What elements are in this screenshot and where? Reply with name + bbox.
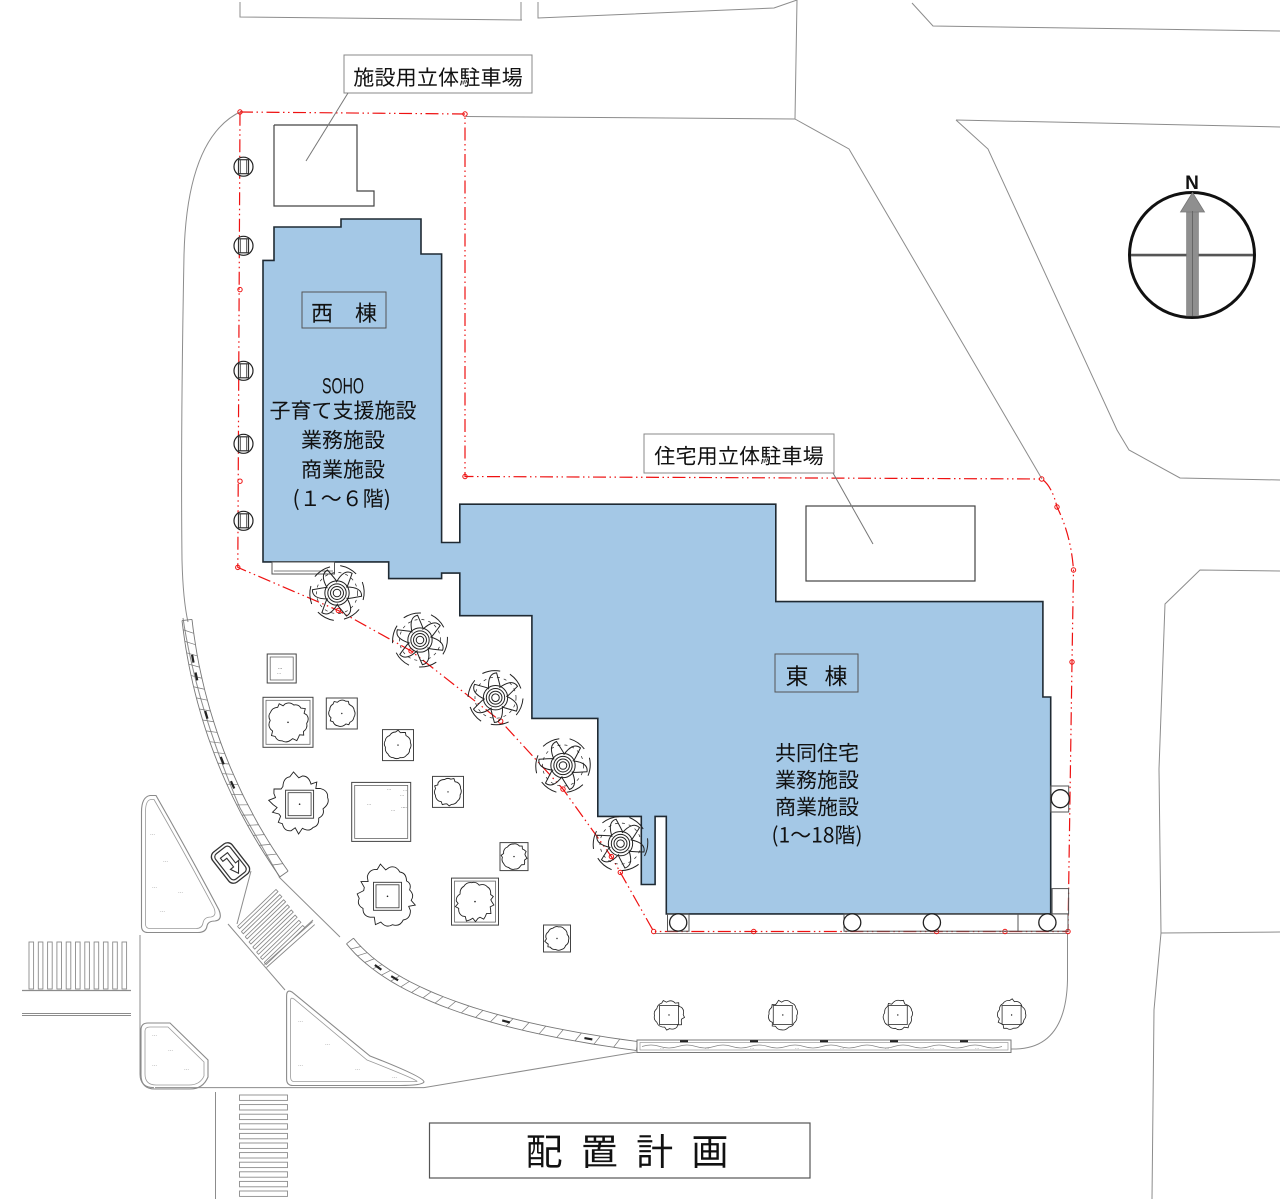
svg-text:...: ...: [401, 804, 405, 810]
svg-text:...: ...: [975, 1045, 979, 1051]
svg-text:...: ...: [152, 1032, 157, 1038]
svg-text:...: ...: [163, 858, 168, 864]
svg-text:...: ...: [750, 1045, 754, 1051]
svg-text:...: ...: [705, 1045, 709, 1051]
svg-text:...: ...: [840, 1045, 844, 1051]
svg-text:...: ...: [278, 665, 282, 671]
svg-text:...: ...: [391, 807, 395, 813]
svg-text:...: ...: [152, 884, 157, 890]
svg-text:...: ...: [660, 1045, 664, 1051]
svg-text:...: ...: [367, 801, 371, 807]
svg-text:...: ...: [403, 787, 407, 793]
svg-text:...: ...: [355, 1066, 360, 1072]
svg-text:...: ...: [387, 786, 391, 792]
svg-text:...: ...: [885, 1045, 889, 1051]
svg-text:...: ...: [178, 889, 183, 895]
svg-text:...: ...: [298, 1018, 303, 1024]
svg-text:...: ...: [930, 1045, 934, 1051]
svg-text:...: ...: [278, 665, 282, 671]
svg-text:...: ...: [403, 804, 407, 810]
svg-text:SOHO: SOHO: [322, 374, 364, 399]
svg-text:...: ...: [160, 908, 165, 914]
svg-text:...: ...: [168, 1047, 173, 1053]
svg-text:...: ...: [298, 1062, 303, 1068]
svg-text:...: ...: [325, 1041, 330, 1047]
svg-text:...: ...: [152, 1062, 157, 1068]
svg-text:N: N: [1185, 173, 1199, 194]
svg-text:...: ...: [795, 1045, 799, 1051]
svg-text:...: ...: [392, 1074, 397, 1080]
svg-text:...: ...: [400, 792, 404, 798]
svg-text:...: ...: [184, 1066, 189, 1072]
svg-text:...: ...: [150, 831, 155, 837]
svg-text:...: ...: [277, 670, 281, 676]
